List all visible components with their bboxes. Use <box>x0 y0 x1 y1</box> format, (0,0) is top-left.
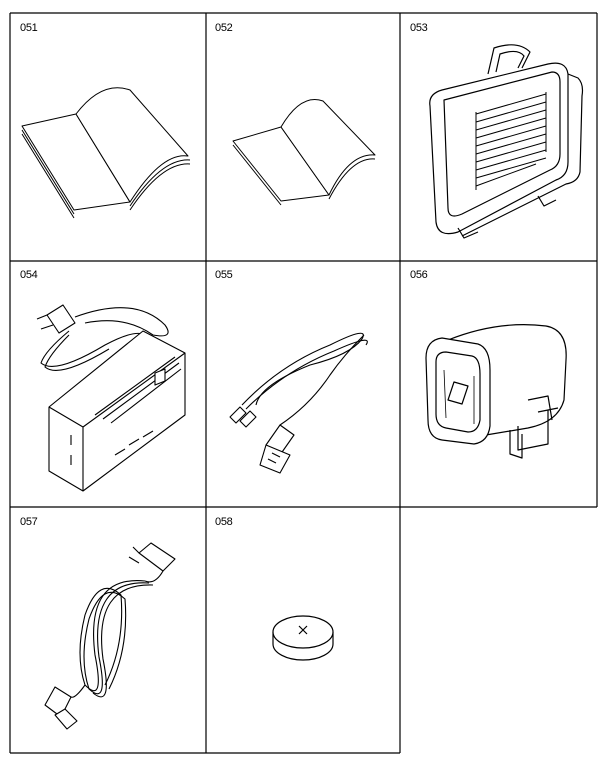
video-light-icon <box>425 324 567 459</box>
part-number-058: 058 <box>215 516 233 528</box>
dc-cord-icon <box>44 542 176 730</box>
carrying-case-icon <box>429 44 584 239</box>
part-number-055: 055 <box>215 269 233 281</box>
part-number-052: 052 <box>215 22 233 34</box>
part-number-056: 056 <box>410 269 428 281</box>
av-cable-icon <box>229 332 368 474</box>
lithium-battery-icon <box>272 615 334 661</box>
part-number-054: 054 <box>20 269 38 281</box>
part-number-051: 051 <box>20 22 38 34</box>
manual-large-icon <box>21 87 191 219</box>
ac-adapter-icon <box>36 304 186 492</box>
part-number-057: 057 <box>20 516 38 528</box>
manual-small-icon <box>232 99 376 206</box>
part-number-053: 053 <box>410 22 428 34</box>
